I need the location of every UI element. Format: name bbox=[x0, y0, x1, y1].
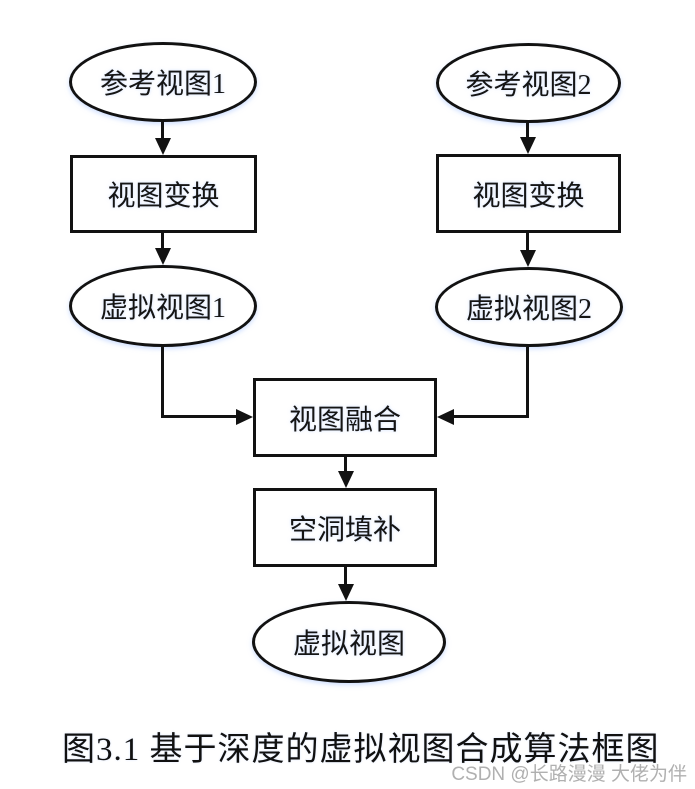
arrow-line bbox=[161, 122, 164, 141]
arrowhead-right-icon bbox=[236, 409, 253, 425]
node-view-transform-1: 视图变换 bbox=[70, 155, 257, 233]
arrow-line bbox=[161, 415, 239, 418]
arrow-line bbox=[526, 123, 529, 140]
csdn-watermark: CSDN @长路漫漫 大佬为伴 bbox=[451, 764, 687, 785]
arrowhead-down-icon bbox=[155, 248, 171, 265]
node-virtual-view-output: 虚拟视图 bbox=[252, 601, 446, 683]
figure-caption: 图3.1 基于深度的虚拟视图合成算法框图 bbox=[62, 732, 660, 768]
arrow-line bbox=[344, 457, 347, 474]
node-virtual-view-2-label: 虚拟视图2 bbox=[465, 294, 592, 325]
node-view-transform-1-label: 视图变换 bbox=[107, 181, 220, 212]
node-virtual-view-1-label: 虚拟视图1 bbox=[99, 293, 226, 324]
node-hole-filling-label: 空洞填补 bbox=[288, 514, 401, 546]
arrow-line bbox=[526, 347, 529, 418]
node-view-fusion-label: 视图融合 bbox=[288, 404, 401, 436]
node-virtual-view-output-label: 虚拟视图 bbox=[292, 629, 405, 660]
node-view-transform-2-label: 视图变换 bbox=[472, 180, 585, 212]
arrow-line bbox=[161, 233, 164, 250]
arrowhead-down-icon bbox=[520, 137, 536, 154]
node-reference-view-2: 参考视图2 bbox=[436, 43, 621, 123]
node-reference-view-2-label: 参考视图2 bbox=[465, 70, 592, 101]
arrow-line bbox=[344, 567, 347, 586]
arrowhead-down-icon bbox=[520, 250, 536, 267]
node-reference-view-1-label: 参考视图1 bbox=[99, 69, 226, 100]
arrow-line bbox=[526, 233, 529, 252]
arrowhead-down-icon bbox=[338, 471, 354, 488]
arrow-line bbox=[452, 415, 529, 418]
node-virtual-view-1: 虚拟视图1 bbox=[69, 265, 257, 347]
node-virtual-view-2: 虚拟视图2 bbox=[435, 267, 623, 347]
node-hole-filling: 空洞填补 bbox=[253, 488, 437, 567]
arrowhead-down-icon bbox=[155, 138, 171, 155]
node-view-fusion: 视图融合 bbox=[253, 378, 437, 457]
arrowhead-down-icon bbox=[338, 584, 354, 601]
node-view-transform-2: 视图变换 bbox=[436, 154, 621, 233]
arrow-line bbox=[161, 347, 164, 418]
arrowhead-left-icon bbox=[437, 409, 454, 425]
node-reference-view-1: 参考视图1 bbox=[69, 42, 257, 122]
